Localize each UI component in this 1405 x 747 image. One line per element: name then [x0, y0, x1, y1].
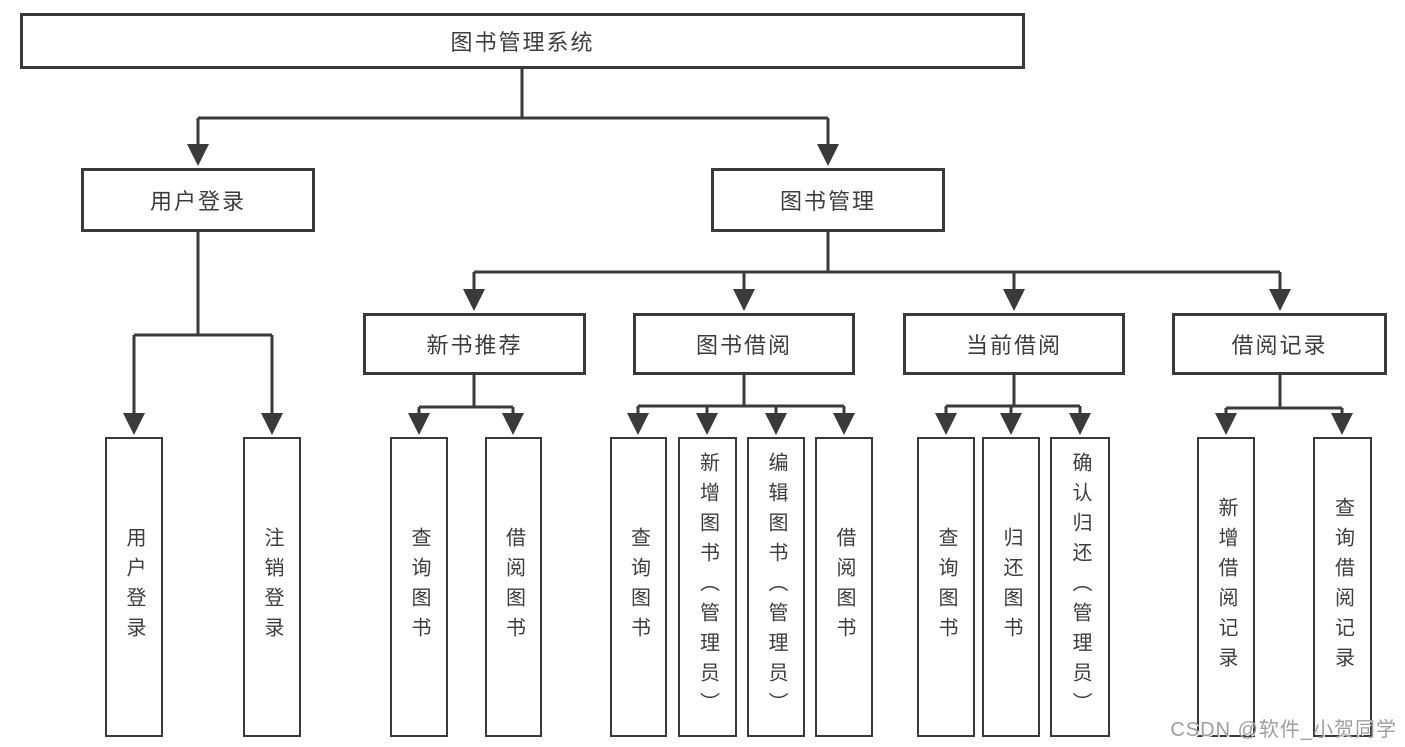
connector-user-login — [123, 232, 283, 435]
leaf-bb-query-books-label: 查询图书 — [627, 527, 650, 647]
leaf-bb-query-books: 查询图书 — [610, 437, 667, 737]
node-library-system-label: 图书管理系统 — [450, 30, 595, 55]
node-book-management: 图书管理 — [711, 168, 945, 232]
leaf-rk-add-borrow-record-label: 新增借阅记录 — [1215, 497, 1237, 677]
leaf-rec-query-books-label: 查询图书 — [408, 527, 430, 647]
node-user-login: 用户登录 — [81, 168, 315, 232]
node-borrow-records-label: 借阅记录 — [1231, 333, 1328, 358]
leaf-rec-borrow-books-label: 借阅图书 — [502, 527, 525, 647]
leaf-rec-borrow-books: 借阅图书 — [485, 437, 542, 737]
leaf-bb-add-book-admin: 新增图书（管理员） — [678, 437, 737, 737]
node-book-borrowing-label: 图书借阅 — [695, 333, 792, 358]
csdn-watermark: CSDN @软件_小贺同学 — [1170, 719, 1397, 741]
connector-borrow-records — [1215, 375, 1353, 435]
connector-current-borrowing — [935, 375, 1091, 435]
node-current-borrowing: 当前借阅 — [903, 313, 1125, 375]
leaf-bb-edit-book-admin-label: 编辑图书（管理员） — [765, 452, 787, 722]
leaf-cb-return-books-label: 归还图书 — [1000, 527, 1022, 647]
leaf-rk-add-borrow-record: 新增借阅记录 — [1197, 437, 1255, 737]
node-book-management-label: 图书管理 — [779, 189, 876, 214]
connector-root — [187, 69, 839, 166]
leaf-rk-query-borrow-record: 查询借阅记录 — [1313, 437, 1372, 737]
node-new-book-recommend-label: 新书推荐 — [426, 333, 523, 358]
node-new-book-recommend: 新书推荐 — [363, 313, 586, 375]
leaf-cb-query-books-label: 查询图书 — [935, 527, 957, 647]
node-user-login-label: 用户登录 — [149, 189, 246, 214]
leaf-rk-query-borrow-record-label: 查询借阅记录 — [1331, 497, 1354, 677]
leaf-logout: 注销登录 — [243, 437, 301, 737]
leaf-cb-return-books: 归还图书 — [982, 437, 1040, 737]
leaf-bb-add-book-admin-label: 新增图书（管理员） — [696, 452, 719, 722]
leaf-user-login-label: 用户登录 — [123, 527, 145, 647]
node-current-borrowing-label: 当前借阅 — [965, 333, 1062, 358]
node-borrow-records: 借阅记录 — [1172, 313, 1387, 375]
leaf-bb-edit-book-admin: 编辑图书（管理员） — [747, 437, 805, 737]
leaf-cb-confirm-return-admin: 确认归还（管理员） — [1050, 437, 1110, 737]
leaf-cb-query-books: 查询图书 — [917, 437, 975, 737]
node-library-system: 图书管理系统 — [20, 13, 1025, 69]
leaf-bb-borrow-books: 借阅图书 — [815, 437, 873, 737]
leaf-rec-query-books: 查询图书 — [390, 437, 448, 737]
connector-book-borrowing — [627, 375, 855, 435]
connector-new-book-recommend — [408, 375, 524, 435]
leaf-logout-label: 注销登录 — [261, 527, 283, 647]
leaf-cb-confirm-return-admin-label: 确认归还（管理员） — [1069, 452, 1091, 722]
node-book-borrowing: 图书借阅 — [633, 313, 855, 375]
leaf-user-login: 用户登录 — [105, 437, 163, 737]
connector-book-management — [463, 232, 1291, 311]
leaf-bb-borrow-books-label: 借阅图书 — [833, 527, 855, 647]
